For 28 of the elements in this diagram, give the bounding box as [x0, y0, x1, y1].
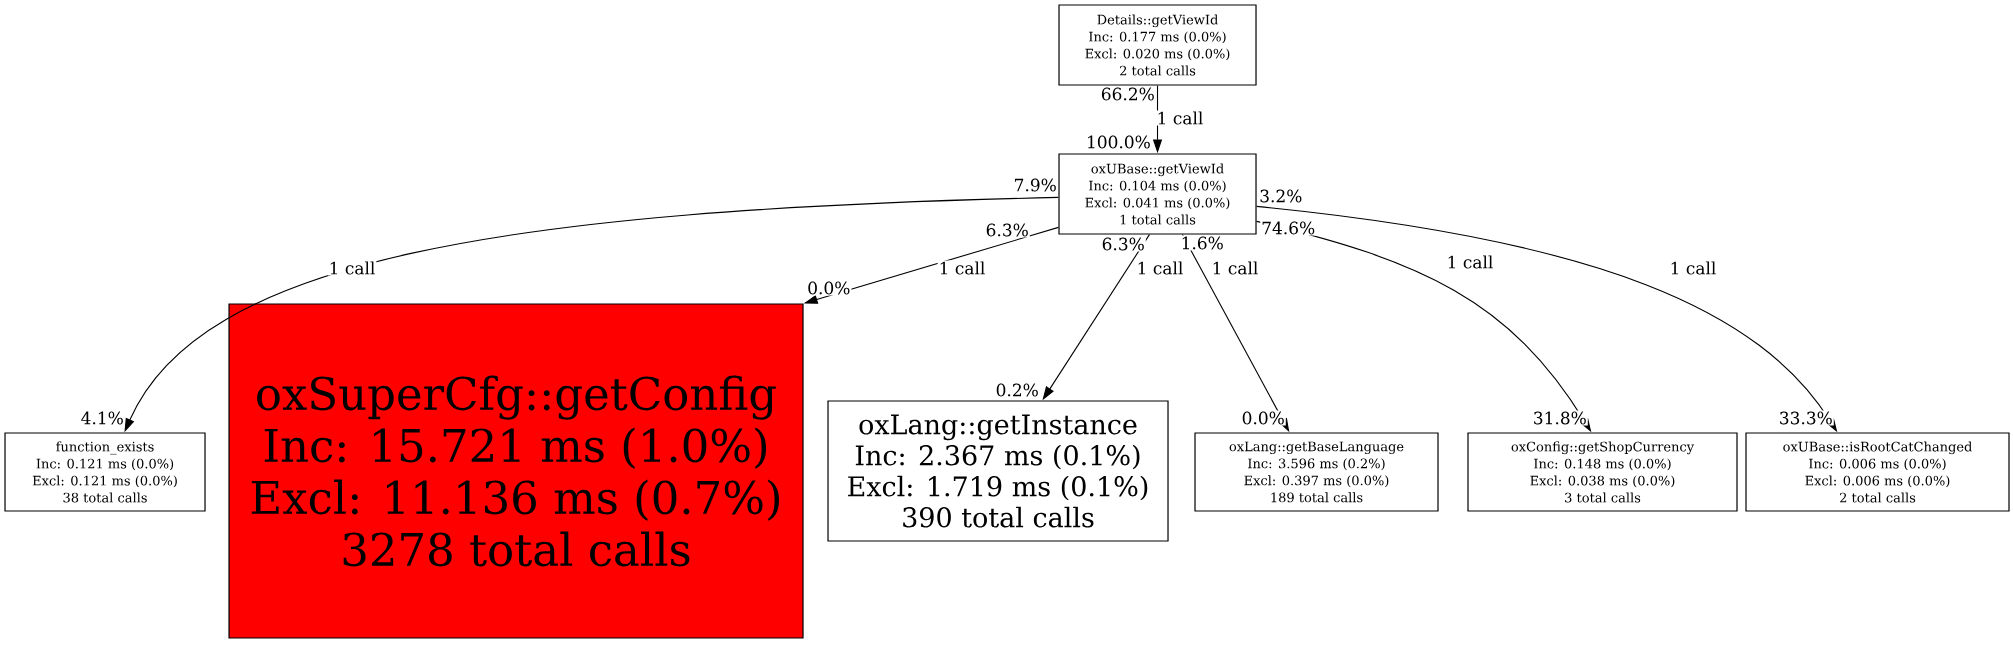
function-box: oxSuperCfg::getConfig Inc: 15.721 ms (1.0%) Excl: 11.136 ms (0.7%) 3278 total calls [228, 303, 804, 639]
percentage-label: 7.9% [1012, 177, 1058, 193]
percentage-label: 0.2% [994, 382, 1040, 398]
edge-label: 1 call [1210, 260, 1260, 276]
percentage-label: 3.2% [1258, 188, 1304, 204]
percentage-label: 6.3% [984, 222, 1030, 238]
percentage-label: 4.1% [79, 410, 125, 426]
percentage-label: 0.0% [1240, 410, 1286, 426]
percentage-label: 100.0% [1085, 134, 1152, 150]
percentage-label: 74.6% [1260, 220, 1317, 236]
function-box: function_exists Inc: 0.121 ms (0.0%) Excl: 0.121 ms (0.0%) 38 total calls [4, 432, 206, 512]
edge-label: 1 call [1135, 260, 1185, 276]
percentage-label: 6.3% [1100, 236, 1146, 252]
edge-label: 1 call [1668, 260, 1718, 276]
edge-label: 1 call [1155, 110, 1205, 126]
function-box: oxLang::getBaseLanguage Inc: 3.596 ms (0.2%) Excl: 0.397 ms (0.0%) 189 total calls [1194, 432, 1439, 512]
edge-label: 1 call [1445, 254, 1495, 270]
function-box: oxUBase::isRootCatChanged Inc: 0.006 ms (0.0%) Excl: 0.006 ms (0.0%) 2 total calls [1745, 432, 2010, 512]
edge-label: 1 call [937, 260, 987, 276]
percentage-label: 31.8% [1531, 410, 1588, 426]
function-box: oxConfig::getShopCurrency Inc: 0.148 ms (0.0%) Excl: 0.038 ms (0.0%) 3 total calls [1467, 432, 1738, 512]
function-box: Details::getViewId Inc: 0.177 ms (0.0%) Excl: 0.020 ms (0.0%) 2 total calls [1058, 4, 1257, 86]
percentage-label: 1.6% [1179, 235, 1225, 251]
function-box: oxLang::getInstance Inc: 2.367 ms (0.1%) Excl: 1.719 ms (0.1%) 390 total calls [827, 400, 1169, 542]
percentage-label: 33.3% [1777, 410, 1834, 426]
percentage-label: 66.2% [1099, 86, 1156, 102]
percentage-label: 0.0% [806, 280, 852, 296]
edge-label: 1 call [327, 260, 377, 276]
